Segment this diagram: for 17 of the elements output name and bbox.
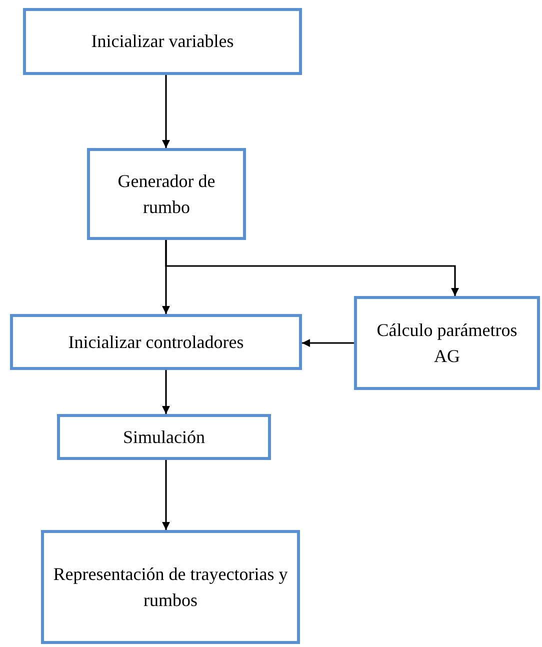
process-box [10, 314, 302, 370]
process-box [23, 8, 302, 75]
arrow [162, 370, 170, 414]
box-label: Generador de rumbo [116, 170, 216, 219]
process-box [354, 296, 540, 390]
box-label: Cálculo parámetros AG [376, 318, 518, 368]
arrow [162, 460, 170, 530]
arrow [302, 339, 354, 347]
box-label: Simulación [123, 426, 205, 449]
arrow [165, 240, 459, 296]
process-box [41, 530, 300, 644]
box-label: Inicializar controladores [68, 330, 244, 354]
box-label: Inicializar variables [91, 30, 234, 54]
box-label: Representación de trayectorias y rumbos [52, 562, 289, 612]
arrow [162, 75, 170, 148]
process-box [87, 148, 246, 240]
process-box [57, 414, 271, 460]
